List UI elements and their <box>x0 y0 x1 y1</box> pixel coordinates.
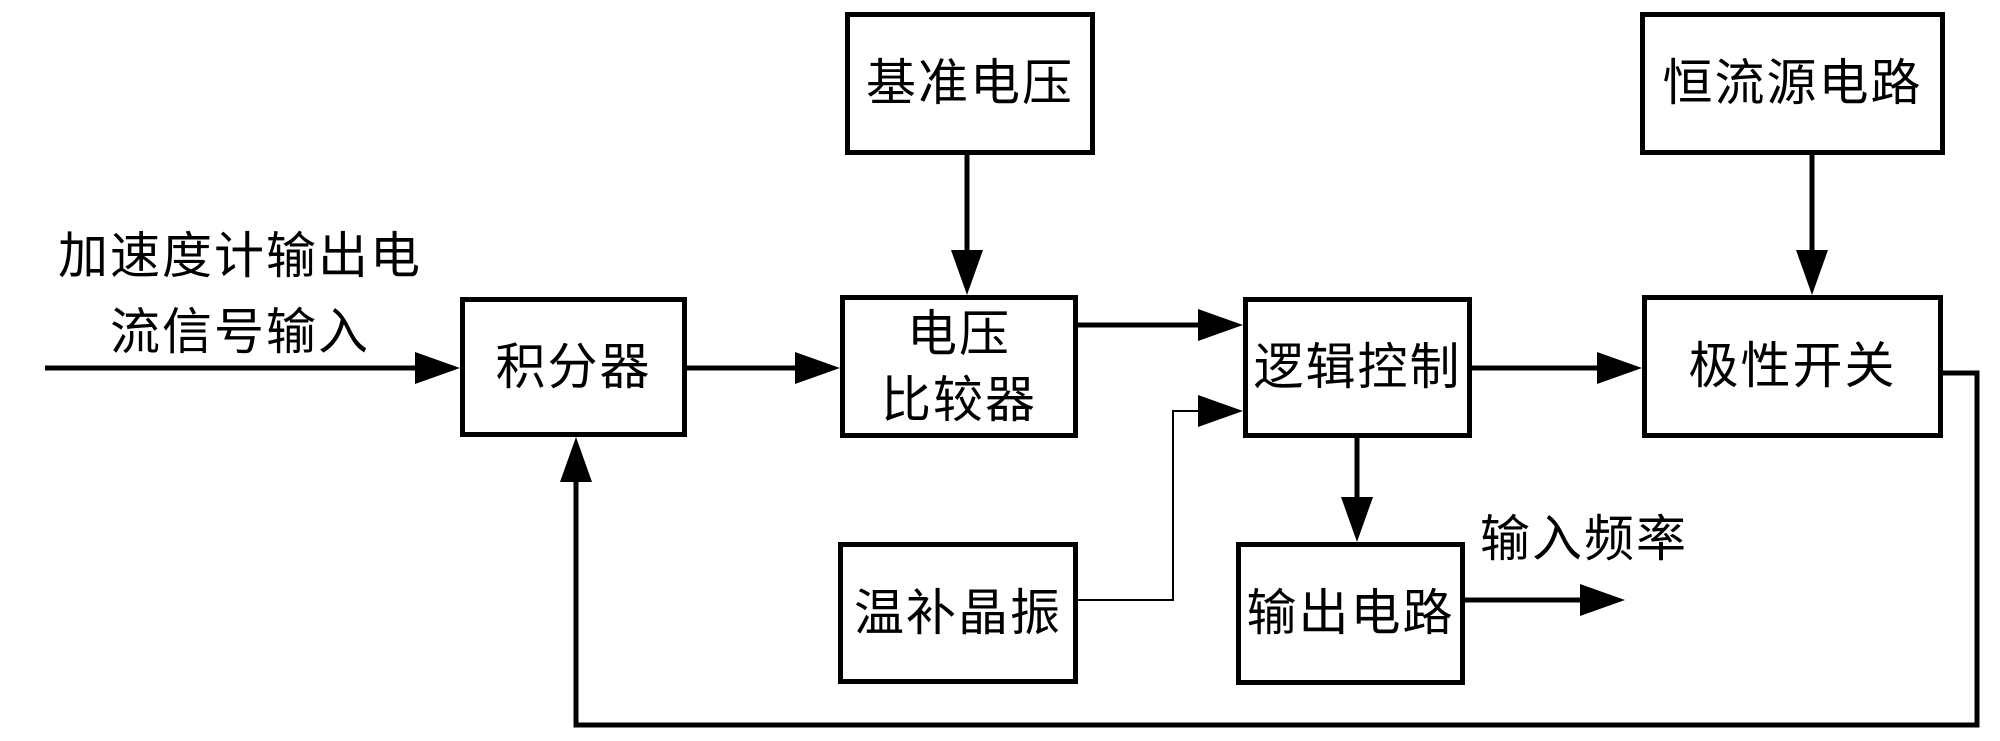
connector-logic-to-output <box>1341 438 1373 542</box>
connector-current-source-to-polarity <box>1796 155 1828 295</box>
output-frequency-label: 输入频率 <box>1480 511 1688 567</box>
connector-comparator-to-logic <box>1078 309 1243 341</box>
input-signal-label: 加速度计输出电 流信号输入 <box>30 218 450 370</box>
box-constant-current-source: 恒流源电路 <box>1640 12 1945 155</box>
box-polarity-switch: 极性开关 <box>1642 295 1943 438</box>
box-reference-voltage-label: 基准电压 <box>866 55 1074 111</box>
box-logic-control-label: 逻辑控制 <box>1253 339 1462 395</box>
box-integrator: 积分器 <box>460 297 687 437</box>
connector-reference-to-comparator <box>951 155 983 295</box>
box-integrator-label: 积分器 <box>495 338 652 395</box>
connector-input-to-integrator <box>45 352 460 384</box>
input-signal-label-line2: 流信号输入 <box>110 304 370 360</box>
box-voltage-comparator-label-line1: 电压 <box>907 305 1011 362</box>
box-polarity-switch-label: 极性开关 <box>1688 338 1897 394</box>
box-output-circuit: 输出电路 <box>1236 542 1465 685</box>
box-voltage-comparator-label: 电压 比较器 <box>881 301 1037 433</box>
connector-integrator-to-comparator <box>687 352 840 384</box>
connector-crystal-to-logic <box>1078 395 1243 601</box>
box-voltage-comparator-label-line2: 比较器 <box>881 371 1037 428</box>
box-constant-current-source-label: 恒流源电路 <box>1662 55 1923 111</box>
connector-feedback-loop <box>560 370 1980 728</box>
input-signal-label-line1: 加速度计输出电 <box>58 228 422 284</box>
connector-output-arrow <box>1465 584 1625 616</box>
connector-logic-to-polarity <box>1472 352 1642 384</box>
box-temp-compensated-crystal-oscillator: 温补晶振 <box>838 542 1078 684</box>
box-output-circuit-label: 输出电路 <box>1246 585 1455 641</box>
box-reference-voltage: 基准电压 <box>845 12 1095 155</box>
box-temp-compensated-crystal-oscillator-label: 温补晶振 <box>854 584 1062 641</box>
box-logic-control: 逻辑控制 <box>1243 297 1472 438</box>
box-voltage-comparator: 电压 比较器 <box>840 295 1078 438</box>
